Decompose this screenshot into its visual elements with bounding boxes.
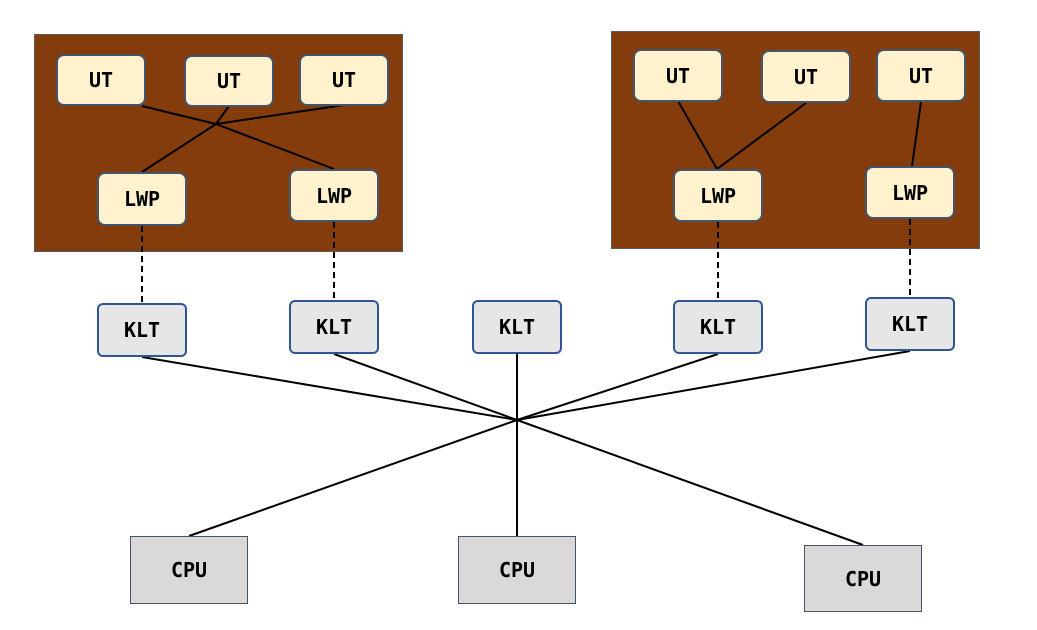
user-thread-box: UT [761, 50, 851, 103]
ut-lwp-link [141, 105, 217, 125]
user-thread-box: UT [184, 55, 274, 107]
cpu-box: CPU [458, 536, 576, 604]
user-thread-box: UT [299, 54, 389, 106]
ut-lwp-link [215, 123, 335, 170]
ut-lwp-link [677, 100, 718, 170]
klt-cpu-link [516, 350, 911, 421]
lwp-box: LWP [289, 169, 379, 222]
cpu-box: CPU [804, 545, 922, 612]
klt-cpu-link [516, 419, 864, 546]
ut-lwp-link [215, 104, 345, 125]
lwp-box: LWP [865, 166, 955, 219]
klt-box: KLT [289, 300, 379, 354]
user-thread-box: UT [56, 54, 146, 106]
klt-cpu-link [516, 353, 719, 421]
user-thread-box: UT [633, 49, 723, 102]
ut-lwp-link [911, 101, 922, 167]
lwp-box: LWP [673, 169, 763, 222]
klt-cpu-link [333, 353, 518, 421]
lwp-box: LWP [97, 172, 187, 226]
cpu-box: CPU [130, 536, 248, 604]
klt-box: KLT [97, 303, 187, 357]
ut-lwp-link [141, 123, 217, 173]
ut-lwp-link [716, 102, 807, 170]
klt-cpu-link [141, 356, 518, 421]
klt-box: KLT [472, 300, 562, 354]
user-thread-box: UT [876, 49, 966, 102]
klt-box: KLT [865, 297, 955, 351]
klt-box: KLT [673, 300, 763, 354]
klt-cpu-link [188, 419, 518, 537]
ut-lwp-link [215, 105, 230, 125]
